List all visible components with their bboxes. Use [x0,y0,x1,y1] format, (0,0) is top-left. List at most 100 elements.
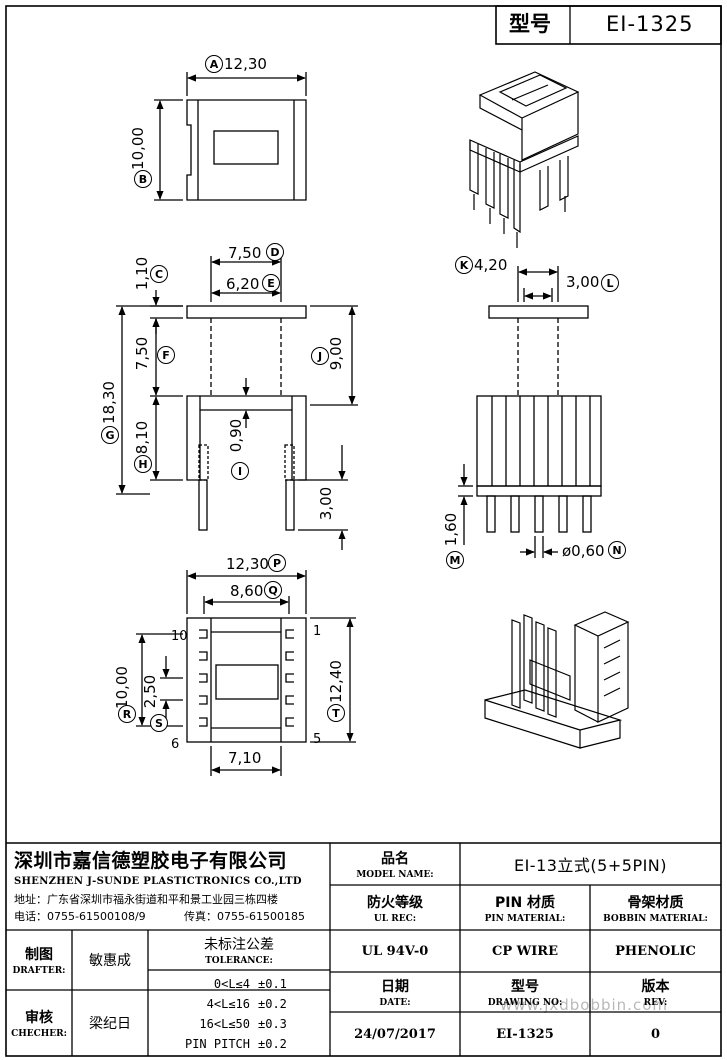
company-name-cn: 深圳市嘉信德塑胶电子有限公司 [14,850,288,872]
pin-material-value: CP WIRE [491,943,559,959]
label-A: A [205,55,223,73]
tolerance-range: PIN PITCH [184,1037,250,1051]
model-name-cn: 品名 [381,851,409,867]
drafter-cn: 制图 [25,947,53,963]
dim-M: 1,60 [442,512,461,547]
rev-cn: 版本 [641,979,670,995]
bobbin-material-cn: 骨架材质 [627,894,684,911]
tolerance-range: 16<L≤50 [199,1017,250,1031]
checker-label: 审核 CHECHER: [6,990,72,1056]
tolerance-value: ±0.2 [258,997,287,1011]
checker-en: CHECHER: [11,1029,67,1039]
tolerance-value: ±0.1 [258,977,287,991]
dim-B: 10,00 [128,127,147,170]
bobbin-material-value: PHENOLIC [615,943,696,959]
date-en: DATE: [379,998,411,1008]
company-address: 地址：广东省深圳市福永街道和平和景工业园三栋四楼 [14,893,278,906]
dim-N: ø0,60 [562,542,605,560]
label-D: D [266,243,284,261]
label-T: T [327,704,345,722]
dim-Q: 8,60 [230,582,264,600]
label-L: L [601,274,619,292]
company-fax: 传真：0755-61500185 [184,910,305,923]
date-value: 24/07/2017 [354,1026,436,1042]
checker-name: 梁纪日 [89,1016,131,1032]
label-G: G [101,426,119,444]
label-H: H [134,455,152,473]
label-J: J [311,347,329,365]
model-label: 型号 [509,12,551,36]
drawing-no-value: EI-1325 [496,1026,554,1042]
rev-label: 版本 REV: [590,972,721,1012]
pin-material-en: PIN MATERIAL: [484,913,566,924]
dim-R: 10,00 [112,666,131,709]
label-M: M [446,551,464,569]
label-P: P [268,554,286,572]
tolerance-row: 16<L≤50±0.3 [148,1014,330,1034]
dim-L: 3,00 [566,273,600,291]
dim-F: 7,50 [133,336,152,371]
label-K: K [455,256,473,274]
dim-E: 6,20 [226,275,260,293]
label-C: C [150,265,168,283]
dim-K: 4,20 [474,256,508,274]
front-view [116,256,358,550]
label-Q: Q [264,581,282,599]
bottom-view [136,570,356,776]
ul-rec-value: UL 94V-0 [361,943,429,959]
tolerance-label: 未标注公差 TOLERANCE: [148,930,330,970]
drawing-no-en: DRAWING NO: [487,998,563,1008]
iso-view-upper [469,71,580,248]
pin-number-1: 1 [313,624,322,639]
tolerance-row: PIN PITCH ±0.2 [148,1034,330,1054]
tolerance-en: TOLERANCE: [205,956,273,966]
ul-rec-cn: 防火等级 [367,894,423,911]
label-E: E [262,274,280,292]
dim-A: 12,30 [224,55,267,73]
label-F: F [157,346,175,364]
dim-P: 12,30 [226,555,269,573]
company-name-en: SHENZHEN J-SUNDE PLASTICTRONICS CO.,LTD [14,876,302,887]
drawing-no-cn: 型号 [511,979,539,995]
pin-material-cn: PIN 材质 [494,894,556,911]
label-B: B [134,170,152,188]
drafter-label: 制图 DRAFTER: [6,930,72,990]
rev-value: 0 [650,1026,661,1042]
dim-I: 0,90 [227,418,246,453]
dim-pin-length: 3,00 [317,486,336,521]
ul-rec-label: 防火等级 UL REC: [330,885,460,930]
footer-grid [6,842,721,1056]
model-name-en: MODEL NAME: [356,870,434,880]
pin-number-10: 10 [171,629,188,644]
watermark-url: www.jxdbobbin.com [500,996,668,1014]
label-R: R [118,705,136,723]
drawing-no-label: 型号 DRAWING NO: [460,972,590,1012]
label-N: N [608,541,626,559]
ul-rec-en: UL REC: [373,913,417,924]
bobbin-material-label: 骨架材质 BOBBIN MATERIAL: [590,885,721,930]
tolerance-value: ±0.2 [258,1037,287,1051]
model-number: EI-1325 [606,12,694,36]
date-cn: 日期 [381,979,409,995]
dim-S: 2,50 [141,674,160,709]
dim-D: 7,50 [228,244,262,262]
dim-C: 1,10 [133,256,152,291]
tolerance-row: 4<L≤16 ±0.2 [148,994,330,1014]
label-S: S [150,714,168,732]
dim-H: 8,10 [133,420,152,455]
tolerance-table: 0<L≤4±0.1 4<L≤16±0.2 16<L≤50±0.3 PIN PIT… [148,974,330,1054]
drafter-en: DRAFTER: [12,966,66,976]
label-I: I [231,462,249,480]
pin-number-5: 5 [313,732,322,747]
iso-view-lower [484,611,630,749]
dim-pitch-bottom: 7,10 [228,749,262,767]
date-label: 日期 DATE: [330,972,460,1012]
top-view [154,72,307,201]
tolerance-cn: 未标注公差 [204,937,274,953]
company-phone: 电话：0755-61500108/9 [14,910,146,923]
checker-cn: 审核 [25,1010,53,1026]
tolerance-range: 4<L≤16 [206,997,250,1011]
model-name-label: 品名 MODEL NAME: [330,843,460,885]
